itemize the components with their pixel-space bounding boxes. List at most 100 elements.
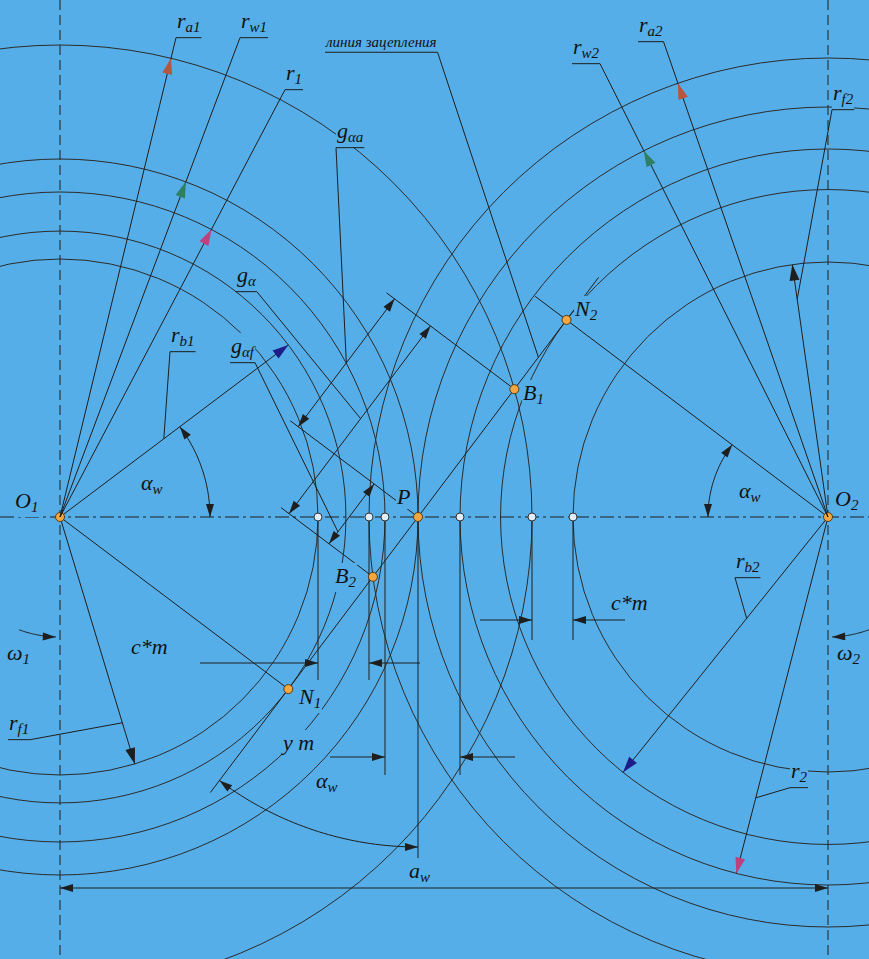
arrow-head (176, 182, 186, 199)
label-subscript: w (328, 779, 338, 795)
extension-line (385, 517, 386, 775)
extension-line (369, 517, 370, 680)
label-text: ω1 (6, 640, 31, 669)
label-underline (638, 41, 664, 42)
leader-line (735, 578, 747, 619)
label-text: rw2 (572, 34, 600, 63)
label-main: a (409, 858, 420, 883)
label-main: r (177, 8, 186, 33)
gear-circle (460, 149, 869, 885)
axis-point (365, 513, 373, 521)
label-text: r2 (790, 758, 808, 787)
arrow-head (273, 345, 289, 359)
label-main: g (237, 262, 248, 287)
label-subscript: w1 (250, 19, 267, 35)
axis-point (456, 513, 464, 521)
arrow-head (815, 884, 828, 892)
leader-line (164, 352, 170, 439)
radius-line (736, 517, 828, 873)
extension-line (460, 517, 461, 775)
label-main: α (316, 768, 328, 793)
label-text: rb1 (170, 322, 196, 351)
axis-point (569, 513, 577, 521)
label-subscript: αa (348, 129, 363, 145)
arrow-head (372, 753, 385, 761)
leader-line (664, 42, 828, 517)
arrow-head (519, 616, 532, 624)
dimension-line (60, 888, 828, 889)
arrow-head (363, 484, 374, 497)
label-subscript: w2 (582, 45, 599, 61)
arrow-head (623, 757, 637, 773)
arrow-head (573, 616, 586, 624)
label-underline (735, 577, 761, 578)
label-text: rf2 (832, 80, 854, 109)
leader-line (60, 38, 240, 517)
label-text: rf1 (8, 710, 30, 739)
leader-line (756, 788, 790, 798)
gear-circle (418, 107, 869, 927)
arrow-head (200, 229, 212, 245)
label-text: N2 (574, 296, 598, 325)
label-text: αw (140, 470, 164, 499)
dimension-line (329, 484, 374, 544)
leader-line (255, 363, 338, 532)
label-main: r (791, 758, 800, 783)
label-text: c*m (130, 634, 169, 659)
label-main: r (171, 322, 180, 347)
arrow-head (329, 531, 340, 544)
arrow-head (460, 753, 473, 761)
label-text: N1 (298, 684, 322, 713)
arrow-head (419, 326, 430, 339)
label-subscript: b1 (180, 333, 195, 349)
leader-line (60, 38, 176, 517)
label-main: B (335, 563, 348, 588)
label-text: rb2 (735, 548, 761, 577)
axis-point (528, 513, 536, 521)
arrow-head (735, 857, 745, 874)
axis-line (60, 0, 61, 959)
label-text: P (396, 484, 411, 509)
label-subscript: 2 (851, 497, 858, 513)
normal-line (535, 296, 828, 517)
dimension-line (200, 663, 318, 664)
arrow-head (790, 265, 800, 282)
label-text: aw (408, 858, 431, 887)
gear-circle (0, 259, 318, 775)
leader-line (60, 90, 285, 517)
gear-circle (501, 190, 869, 845)
label-main: r (9, 710, 18, 735)
label-main: r (573, 34, 582, 59)
label-underline (285, 89, 303, 90)
label-main: r (241, 8, 250, 33)
leader-line (797, 110, 832, 299)
label-underline (240, 37, 268, 38)
leader-line (336, 148, 346, 363)
leader-line (257, 292, 361, 419)
label-subscript: 2 (853, 651, 860, 667)
gear-circle (0, 159, 418, 875)
label-main: r (833, 80, 842, 105)
label-underline (790, 787, 808, 788)
arrow-head (384, 299, 395, 312)
label-main: ω (7, 640, 23, 665)
label-text: gα (236, 262, 257, 291)
gear-circle (369, 58, 869, 959)
extension-line (573, 517, 574, 640)
leader-line (600, 64, 828, 517)
arrow-head (162, 58, 172, 75)
arrow-head (644, 151, 656, 168)
label-text: линия зацепления (325, 34, 438, 51)
center-line (0, 517, 869, 518)
point-marker (284, 685, 293, 694)
extension-line (532, 517, 533, 640)
label-text: y m (282, 730, 315, 755)
label-text: c*m (610, 590, 649, 615)
arrow-head (298, 414, 309, 427)
label-text: gαf (230, 333, 255, 362)
label-subscript: a2 (648, 23, 663, 39)
radius-line (792, 265, 828, 517)
arrow-head (704, 504, 712, 517)
label-main: N (575, 296, 590, 321)
